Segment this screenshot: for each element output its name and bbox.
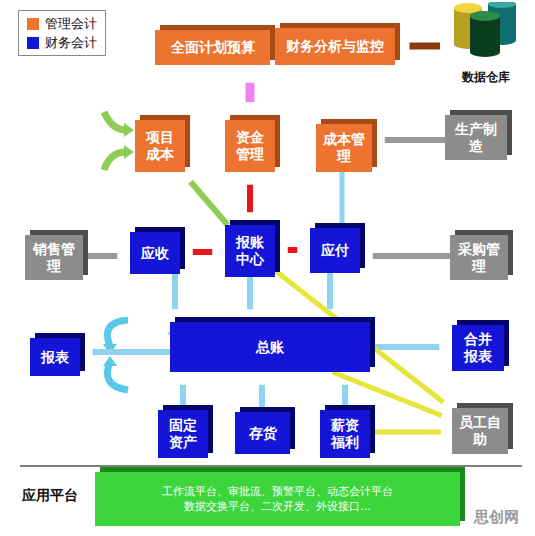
section-label: 应用平台 bbox=[22, 487, 78, 505]
connector-line bbox=[246, 83, 255, 102]
process-box: 存货 bbox=[235, 412, 290, 454]
node-label: 员工自助 bbox=[458, 414, 502, 448]
separator-line bbox=[20, 465, 522, 467]
legend: 管理会计财务会计 bbox=[18, 10, 106, 56]
node-label: 合并报表 bbox=[458, 331, 498, 365]
connector-line bbox=[409, 43, 440, 50]
connector-line bbox=[93, 349, 170, 355]
database-icon bbox=[440, 2, 530, 60]
connector bbox=[67, 344, 170, 359]
data-warehouse: 数据仓库 bbox=[440, 2, 532, 84]
connector-line bbox=[259, 385, 265, 412]
node-label: 生产制造 bbox=[451, 121, 501, 155]
connector-line bbox=[180, 385, 186, 410]
node-label: 资金管理 bbox=[231, 129, 269, 163]
connector-line bbox=[342, 385, 348, 410]
legend-row: 财务会计 bbox=[27, 33, 97, 52]
connector bbox=[359, 132, 445, 147]
process-box: 资金管理 bbox=[225, 120, 275, 172]
process-box: 应付 bbox=[310, 228, 360, 273]
node-label: 销售管理 bbox=[31, 241, 77, 275]
connector bbox=[342, 172, 343, 228]
external-box: 员工自助 bbox=[452, 408, 508, 454]
arrow-head bbox=[124, 123, 134, 137]
node-label: 报表 bbox=[41, 349, 69, 366]
legend-text: 管理会计 bbox=[45, 14, 97, 33]
process-box: 报表 bbox=[30, 338, 80, 376]
analysis-box: 财务分析与监控 bbox=[275, 28, 395, 65]
node-label: 应收 bbox=[141, 245, 169, 262]
legend-swatch bbox=[27, 37, 39, 49]
connector-line bbox=[370, 344, 439, 350]
node-label: 成本管理 bbox=[322, 131, 366, 165]
arrow-head bbox=[124, 145, 134, 159]
node-label: 采购管理 bbox=[456, 241, 502, 275]
connector-line bbox=[340, 172, 345, 228]
watermark: 思创网 bbox=[474, 508, 519, 527]
connector-line bbox=[327, 273, 333, 309]
curved-arrow bbox=[104, 112, 126, 170]
node-label: 财务分析与监控 bbox=[286, 38, 384, 55]
connector-line bbox=[83, 253, 117, 259]
connector bbox=[370, 339, 465, 354]
node-label: 报账中心 bbox=[231, 234, 269, 268]
connector-line bbox=[193, 249, 213, 255]
node-label: 总账 bbox=[256, 339, 284, 356]
connector-line bbox=[191, 182, 228, 225]
connector-line bbox=[373, 253, 450, 259]
ledger-box: 总账 bbox=[170, 322, 370, 372]
legend-row: 管理会计 bbox=[27, 14, 97, 33]
node-label: 数据仓库 bbox=[462, 70, 510, 84]
process-box: 项目成本 bbox=[135, 120, 185, 172]
node-label: 应付 bbox=[321, 242, 349, 259]
node-label: 项目成本 bbox=[141, 129, 179, 163]
node-label: 薪资福利 bbox=[326, 417, 364, 451]
external-box: 销售管理 bbox=[25, 235, 83, 280]
process-box: 成本管理 bbox=[316, 124, 372, 172]
legend-text: 财务会计 bbox=[45, 33, 97, 52]
node-label: 存货 bbox=[249, 425, 277, 442]
connector-line bbox=[385, 137, 445, 143]
connector bbox=[370, 425, 463, 438]
legend-swatch bbox=[27, 18, 39, 30]
connector bbox=[347, 248, 450, 263]
connector-line bbox=[247, 277, 253, 309]
process-box: 固定资产 bbox=[158, 410, 208, 458]
node-label: 工作流平台、审批流、预警平台、动态会计平台 数据交换平台、二次开发、外设接口..… bbox=[160, 484, 396, 515]
platform-band: 工作流平台、审批流、预警平台、动态会计平台 数据交换平台、二次开发、外设接口..… bbox=[95, 472, 460, 526]
external-box: 采购管理 bbox=[450, 235, 508, 280]
process-box: 报账中心 bbox=[225, 225, 275, 277]
node-label: 固定资产 bbox=[164, 417, 202, 451]
connector-line bbox=[288, 247, 298, 253]
process-box: 合并报表 bbox=[452, 325, 504, 371]
connector-line bbox=[247, 185, 253, 213]
node-label: 全面计划预算 bbox=[171, 39, 255, 56]
external-box: 生产制造 bbox=[445, 115, 507, 160]
connector-line bbox=[370, 430, 441, 435]
connector-line bbox=[172, 274, 178, 309]
process-box: 薪资福利 bbox=[320, 410, 370, 458]
arrow-head bbox=[103, 356, 117, 366]
process-box: 应收 bbox=[130, 232, 180, 274]
budget-box: 全面计划预算 bbox=[155, 30, 270, 65]
